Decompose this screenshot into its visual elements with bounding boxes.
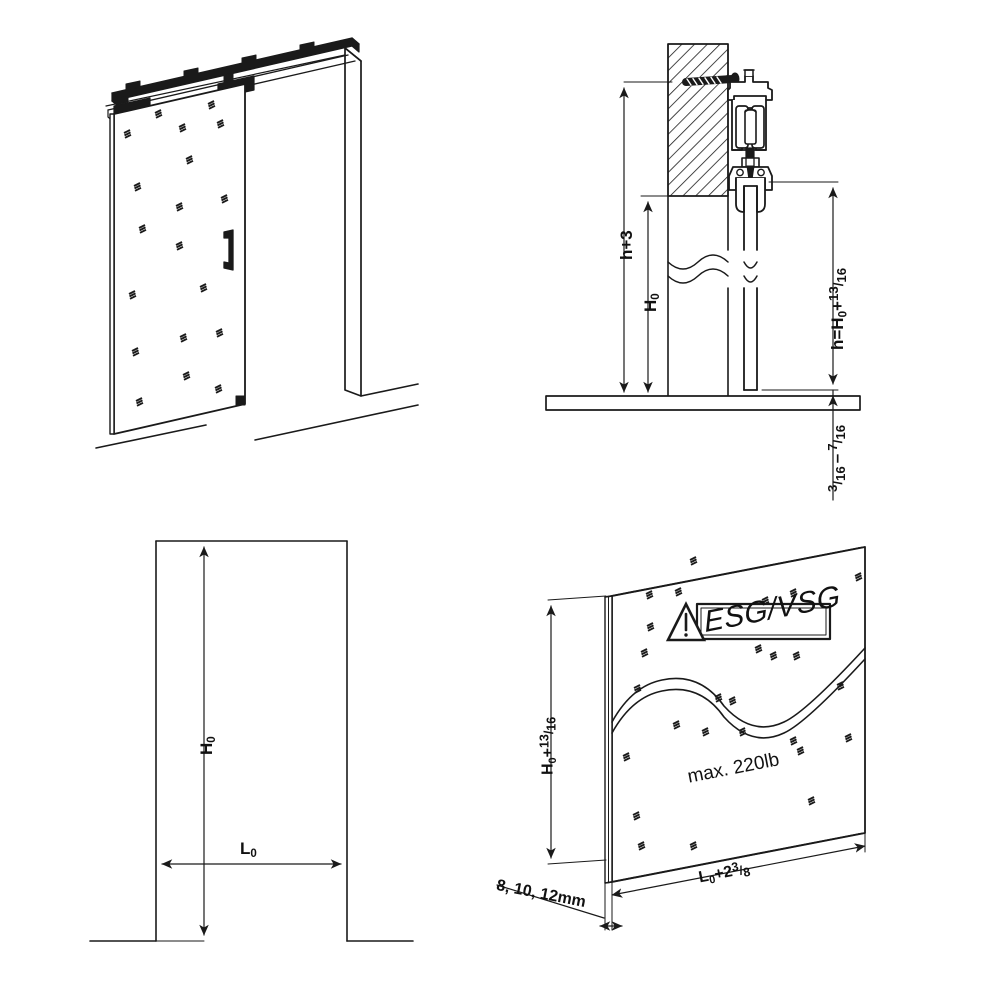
label-l0-elevation: L0: [240, 840, 257, 861]
panel-h0-letter: H: [539, 763, 557, 775]
plus-sign: +: [828, 301, 848, 311]
fraction-7-16: 7/16: [825, 424, 848, 451]
panel-h0-subscript: 0: [546, 757, 559, 764]
iso-floor-line: [95, 404, 419, 449]
section-glass-leaf: [743, 185, 758, 391]
panel-fraction-3-8: 3/8: [730, 859, 752, 880]
view-vertical-section: [545, 43, 861, 501]
range-dash: –: [827, 453, 847, 464]
label-h-equals-h0-plus: h=H0+13/16: [826, 267, 850, 350]
dim-panel-height: [546, 595, 607, 865]
label-h0-elevation: H0: [197, 736, 219, 755]
section-wall: [667, 43, 729, 197]
panel-numerator-3: 3: [730, 859, 740, 875]
numerator-13: 13: [826, 286, 841, 302]
h0-subscript-elev: 0: [206, 736, 219, 743]
fraction-3-16: 3/16: [825, 466, 848, 492]
denominator-16-a: 16: [832, 466, 848, 481]
panel-numerator-13: 13: [537, 734, 551, 749]
view-glass-panel: [496, 546, 866, 931]
view-opening-elevation: [89, 540, 414, 942]
panel-plus-sign: +: [539, 748, 557, 758]
iso-door-jamb: [344, 47, 419, 397]
fraction-13-16: 13/16: [826, 267, 849, 302]
label-panel-height: H0+13/16: [537, 716, 559, 775]
dim-h0-section: [640, 195, 673, 393]
panel-fraction-13-16: 13/16: [537, 716, 559, 749]
dim-h0-elevation: [155, 546, 209, 942]
l0-subscript: 0: [250, 848, 257, 861]
dim-glass-thickness: [496, 881, 623, 931]
section-floor-slab: [545, 395, 861, 411]
section-roller-wheels: [735, 105, 765, 149]
dim-h-equals: [761, 181, 839, 391]
view-isometric-overview: [95, 37, 419, 449]
dim-panel-length: [611, 832, 866, 898]
label-h0-section: H0: [641, 293, 663, 312]
warning-triangle-icon: [665, 601, 707, 642]
iso-bottom-guide: [235, 395, 246, 406]
h0-subscript: 0: [650, 293, 663, 300]
h0-letter-elev: H: [197, 742, 216, 755]
section-glass-clamp: [728, 165, 773, 213]
iso-rail-mount-brackets: [125, 41, 315, 91]
elevation-opening-outline: [89, 540, 414, 942]
denominator-16: 16: [833, 267, 849, 283]
label-floor-gap: 3/16 – 7/16: [825, 424, 848, 492]
iso-door-handle: [223, 229, 234, 271]
h-eq-subscript: 0: [837, 310, 850, 318]
dim-h-plus-3: [619, 81, 673, 393]
h0-letter: H: [641, 299, 660, 312]
panel-break-lines: [611, 647, 866, 739]
section-wall-face-below: [667, 195, 729, 398]
h-eq-prefix: h=H: [828, 317, 848, 350]
label-h-plus-3: h+3: [617, 230, 636, 260]
l0-letter: L: [240, 839, 251, 858]
panel-denominator-16: 16: [544, 716, 559, 731]
numerator-3: 3: [825, 484, 840, 492]
iso-glass-panel: [109, 83, 246, 435]
numerator-7: 7: [825, 443, 840, 451]
denominator-16-b: 16: [832, 424, 848, 440]
